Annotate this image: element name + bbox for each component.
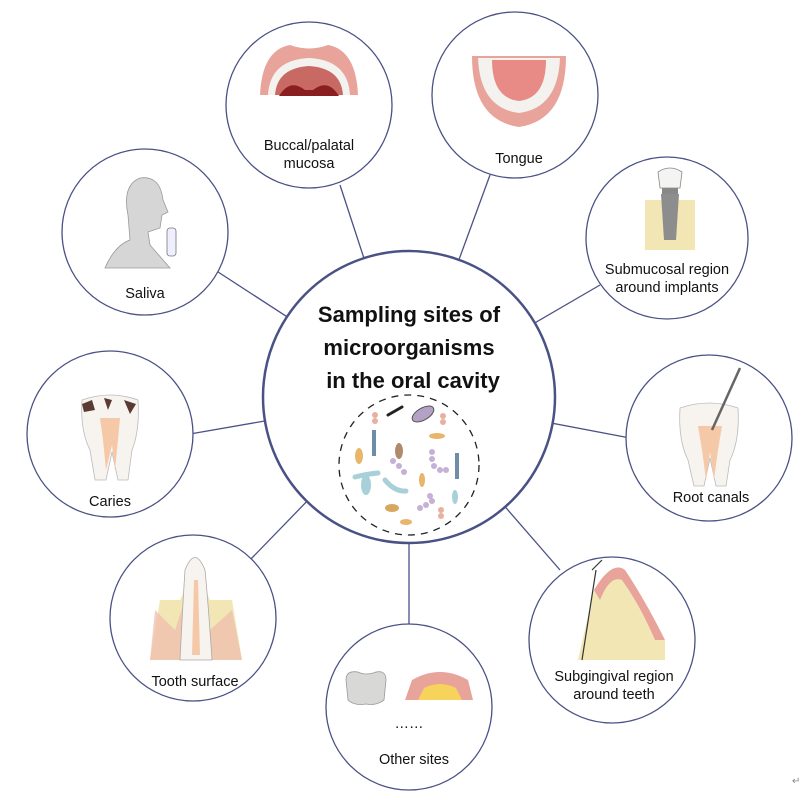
mucosa-tissue-icon (405, 672, 473, 700)
center-node: Sampling sites of microorganisms in the … (261, 249, 557, 545)
site-label: Submucosal region (605, 262, 729, 278)
site-caries: Caries (26, 350, 194, 518)
center-title-line-2: microorganisms (323, 335, 494, 360)
site-label: Caries (89, 494, 131, 510)
crown-icon (345, 671, 387, 705)
site-subgingival: Subgingival region around teeth (528, 556, 696, 724)
decayed-tooth-icon (81, 394, 139, 481)
site-label: Saliva (125, 286, 165, 302)
center-title-line-3: in the oral cavity (326, 368, 500, 393)
site-tongue: Tongue (431, 11, 599, 179)
site-tooth-surface: Tooth surface (109, 534, 277, 702)
site-label: Tooth surface (151, 674, 238, 690)
site-label: around implants (615, 280, 718, 296)
person-spitting-icon (104, 177, 177, 269)
site-label: mucosa (284, 156, 336, 172)
tooth-in-gum-icon (150, 557, 242, 661)
site-root-canals: Root canals (625, 354, 793, 522)
center-title-line-1: Sampling sites of (318, 302, 501, 327)
microorganisms-illustration (338, 394, 480, 536)
site-label: around teeth (573, 687, 654, 703)
site-label: Buccal/palatal (264, 138, 354, 154)
site-other-sites: …… Other sites (325, 623, 493, 791)
site-label: Root canals (673, 490, 750, 506)
site-buccal-palatal-mucosa: Buccal/palatal mucosa (225, 21, 393, 189)
ellipsis-text: …… (395, 716, 424, 732)
paragraph-return-mark: ↵ (792, 776, 801, 787)
subgingival-pocket-icon (578, 559, 665, 661)
dental-implant-icon (645, 167, 695, 250)
tongue-icon (472, 56, 566, 127)
site-saliva: Saliva (61, 148, 229, 316)
open-mouth-palate-icon (260, 45, 358, 96)
root-canal-tooth-icon (679, 367, 742, 487)
site-submucosal-implants: Submucosal region around implants (585, 156, 749, 320)
site-label: Tongue (495, 151, 543, 167)
site-label: Other sites (379, 752, 449, 768)
site-label: Subgingival region (554, 669, 673, 685)
